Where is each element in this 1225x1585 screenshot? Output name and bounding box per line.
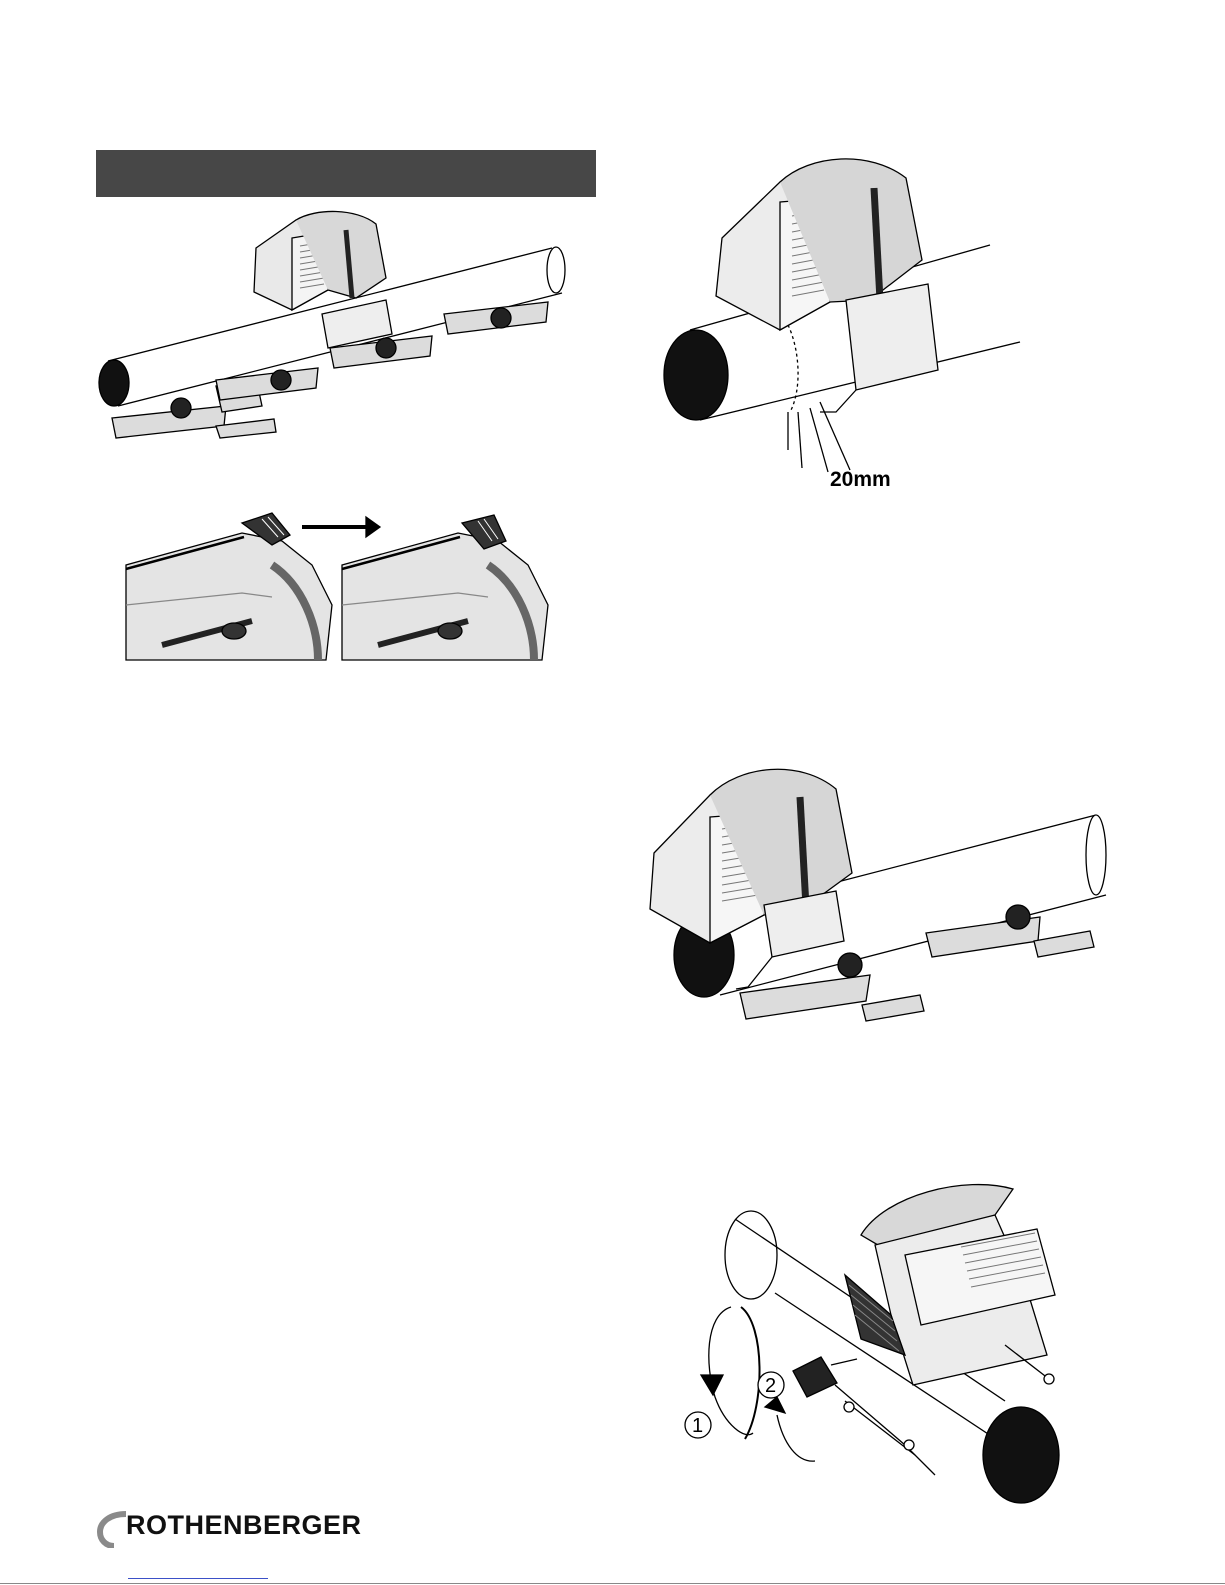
footer-rule: [0, 1583, 1225, 1584]
saw-on-two-roller-stands-illustration: [640, 755, 1110, 1040]
step-1-label: 1: [692, 1415, 703, 1437]
pipe-saw-on-four-roller-stands-illustration: [96, 208, 566, 453]
cut-distance-label: 20mm: [830, 468, 891, 491]
section-header-bar: [96, 150, 596, 197]
step-2-label: 2: [765, 1375, 776, 1397]
brand-name: ROTHENBERGER: [126, 1510, 362, 1541]
clamp-knob-rotation-illustration: 1 2: [665, 1175, 1075, 1520]
brand-logo: ROTHENBERGER: [96, 1508, 366, 1548]
switch-before-after-illustration: [122, 505, 554, 665]
saw-mounted-cut-distance-illustration: 20mm: [660, 150, 1030, 495]
footer-link-underline: [128, 1578, 268, 1579]
